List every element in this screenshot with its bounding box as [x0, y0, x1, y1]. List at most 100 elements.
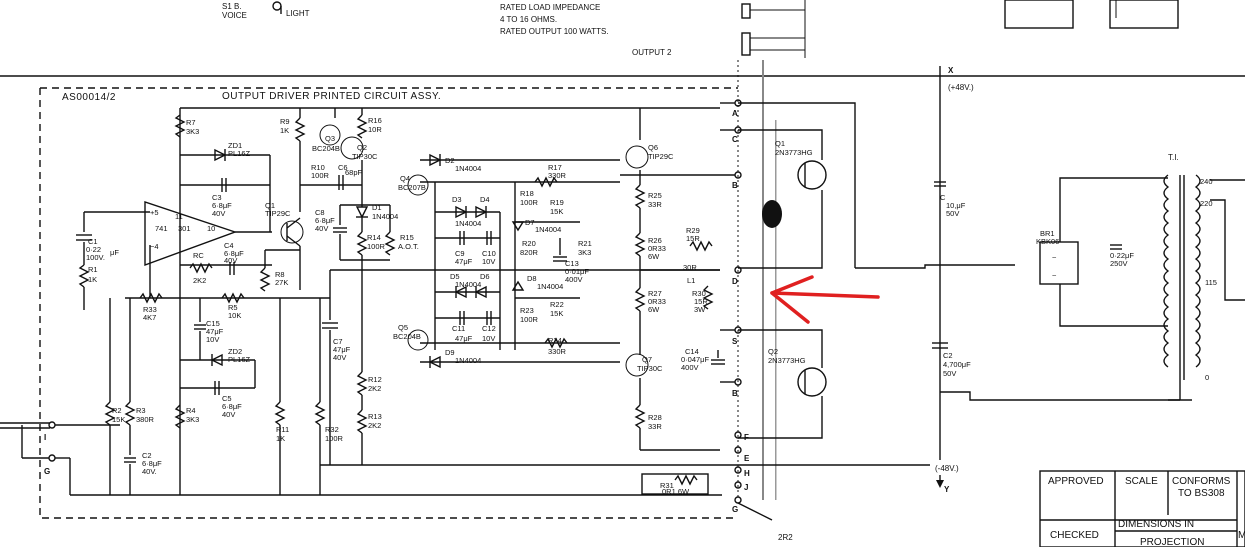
tb-approved: APPROVED — [1048, 476, 1104, 487]
d9-value: 1N4004 — [455, 356, 481, 365]
r3-value: 380R — [136, 415, 155, 424]
terminal-e: E — [744, 454, 750, 463]
header-area: S1 B. VOICE LIGHT RATED LOAD IMPEDANCE 4… — [222, 0, 1179, 58]
q3-value: BC204B — [312, 144, 340, 153]
terminal-g: G — [44, 467, 50, 476]
rail-y-label: Y — [944, 485, 950, 494]
c11-value: 47μF — [455, 334, 473, 343]
r16-value: 10R — [368, 125, 382, 134]
c4-voltage: 40V — [224, 256, 237, 265]
c1-value: 0·22 — [86, 245, 101, 254]
r29-label: R29 — [686, 226, 700, 235]
r20-label: R20 — [522, 239, 536, 248]
t115-label: 115 — [1205, 278, 1217, 287]
r10-value: 100R — [311, 171, 330, 180]
input-connector: I G — [0, 421, 120, 496]
c3-label: C3 — [212, 193, 222, 202]
terminal-a: A — [732, 109, 738, 118]
cbig1-voltage: 50V — [946, 209, 959, 218]
c1-unit: μF — [110, 248, 119, 257]
r12-value: 2K2 — [368, 384, 381, 393]
d9-label: D9 — [445, 348, 455, 357]
c6-value: 68pF — [345, 168, 363, 177]
r27-power: 6W — [648, 305, 660, 314]
c15-voltage: 10V — [206, 335, 219, 344]
zd2-label: ZD2 — [228, 347, 242, 356]
rail-pos-label: (+48V.) — [948, 83, 974, 92]
r15-value: A.O.T. — [398, 242, 419, 251]
r27-value: 0R33 — [648, 297, 666, 306]
d8-label: D8 — [527, 274, 537, 283]
r32-label: R32 — [325, 425, 339, 434]
c3-voltage: 40V — [212, 209, 225, 218]
q7-value: TIP30C — [637, 364, 663, 373]
c10-voltage: 10V — [482, 257, 495, 266]
d2-label: D2 — [445, 156, 455, 165]
r18-value: 100R — [520, 198, 539, 207]
rc-value: 2K2 — [193, 276, 206, 285]
c13-value: 0·01μF — [565, 267, 589, 276]
r22-value: 15K — [550, 309, 563, 318]
c13-voltage: 400V — [565, 275, 583, 284]
cbig1-label: C — [940, 193, 946, 202]
r14-value: 100R — [367, 242, 386, 251]
t220-label: 220 — [1200, 199, 1213, 208]
q5-label: Q5 — [398, 323, 408, 332]
edge-connector: A C B D S B F E H J G — [732, 99, 750, 514]
d56-value: 1N4004 — [455, 280, 481, 289]
c8-value: 6·8μF — [315, 216, 335, 225]
switch-contact — [272, 1, 282, 11]
scan-speckle — [762, 60, 782, 500]
r29-value: 15R — [686, 234, 700, 243]
r21-label: R21 — [578, 239, 592, 248]
q2-transistor — [340, 136, 364, 160]
d8-value: 1N4004 — [537, 282, 563, 291]
r26-label: R26 — [648, 236, 662, 245]
spec-impedance: RATED LOAD IMPEDANCE — [500, 3, 600, 12]
r30-label: R30 — [692, 289, 706, 298]
r27-label: R27 — [648, 289, 662, 298]
r7-value: 3K3 — [186, 127, 199, 136]
r25-value: 33R — [648, 200, 662, 209]
tb-projection: PROJECTION — [1140, 537, 1204, 547]
r2r2-value: 2R2 — [778, 533, 793, 542]
cbig2-voltage: 50V — [943, 369, 956, 378]
q5-transistor — [407, 329, 429, 351]
t1-label: T.I. — [1168, 153, 1179, 162]
annotation-arrow — [770, 275, 880, 324]
br1-ac-symbol-2: ~ — [1052, 271, 1057, 280]
terminal-c: C — [732, 135, 738, 144]
c5-value: 6·8μF — [222, 402, 242, 411]
zd1-value: PL16Z — [228, 149, 251, 158]
r31-value: 0R1 6W — [662, 487, 690, 496]
r4-label: R4 — [186, 406, 196, 415]
q6-value: TIP29C — [648, 152, 674, 161]
d3-label: D3 — [452, 195, 462, 204]
br1-value: KBK06 — [1036, 237, 1059, 246]
qo2-label: Q2 — [768, 347, 778, 356]
d7-label: D7 — [525, 218, 535, 227]
tb-checked: CHECKED — [1050, 530, 1099, 541]
c2-value: 6·8μF — [142, 459, 162, 468]
svg-text:+5: +5 — [150, 208, 159, 217]
r19-label: R19 — [550, 198, 564, 207]
c14-value: 0·047μF — [681, 355, 710, 364]
r21-value: 3K3 — [578, 248, 591, 257]
l1-wire-label: 30R — [683, 263, 697, 272]
r33-label: R33 — [143, 305, 157, 314]
output-transistor-q2 — [797, 367, 827, 397]
cbig2-value: 4,700μF — [943, 360, 971, 369]
r12-label: R12 — [368, 375, 382, 384]
terminal-j: J — [744, 483, 748, 492]
qo1-value: 2N3773HG — [775, 148, 813, 157]
d6-label: D6 — [480, 272, 490, 281]
q6-label: Q6 — [648, 143, 658, 152]
q7-label: Q7 — [642, 355, 652, 364]
c15-value: 47μF — [206, 327, 224, 336]
svg-text:11: 11 — [175, 212, 183, 221]
c6-label: C6 — [338, 163, 348, 172]
d1-label: D1 — [372, 203, 382, 212]
r8-value: 27K — [275, 278, 288, 287]
qo2-value: 2N3773HG — [768, 356, 806, 365]
br1-ac-symbol: ~ — [1052, 253, 1057, 262]
